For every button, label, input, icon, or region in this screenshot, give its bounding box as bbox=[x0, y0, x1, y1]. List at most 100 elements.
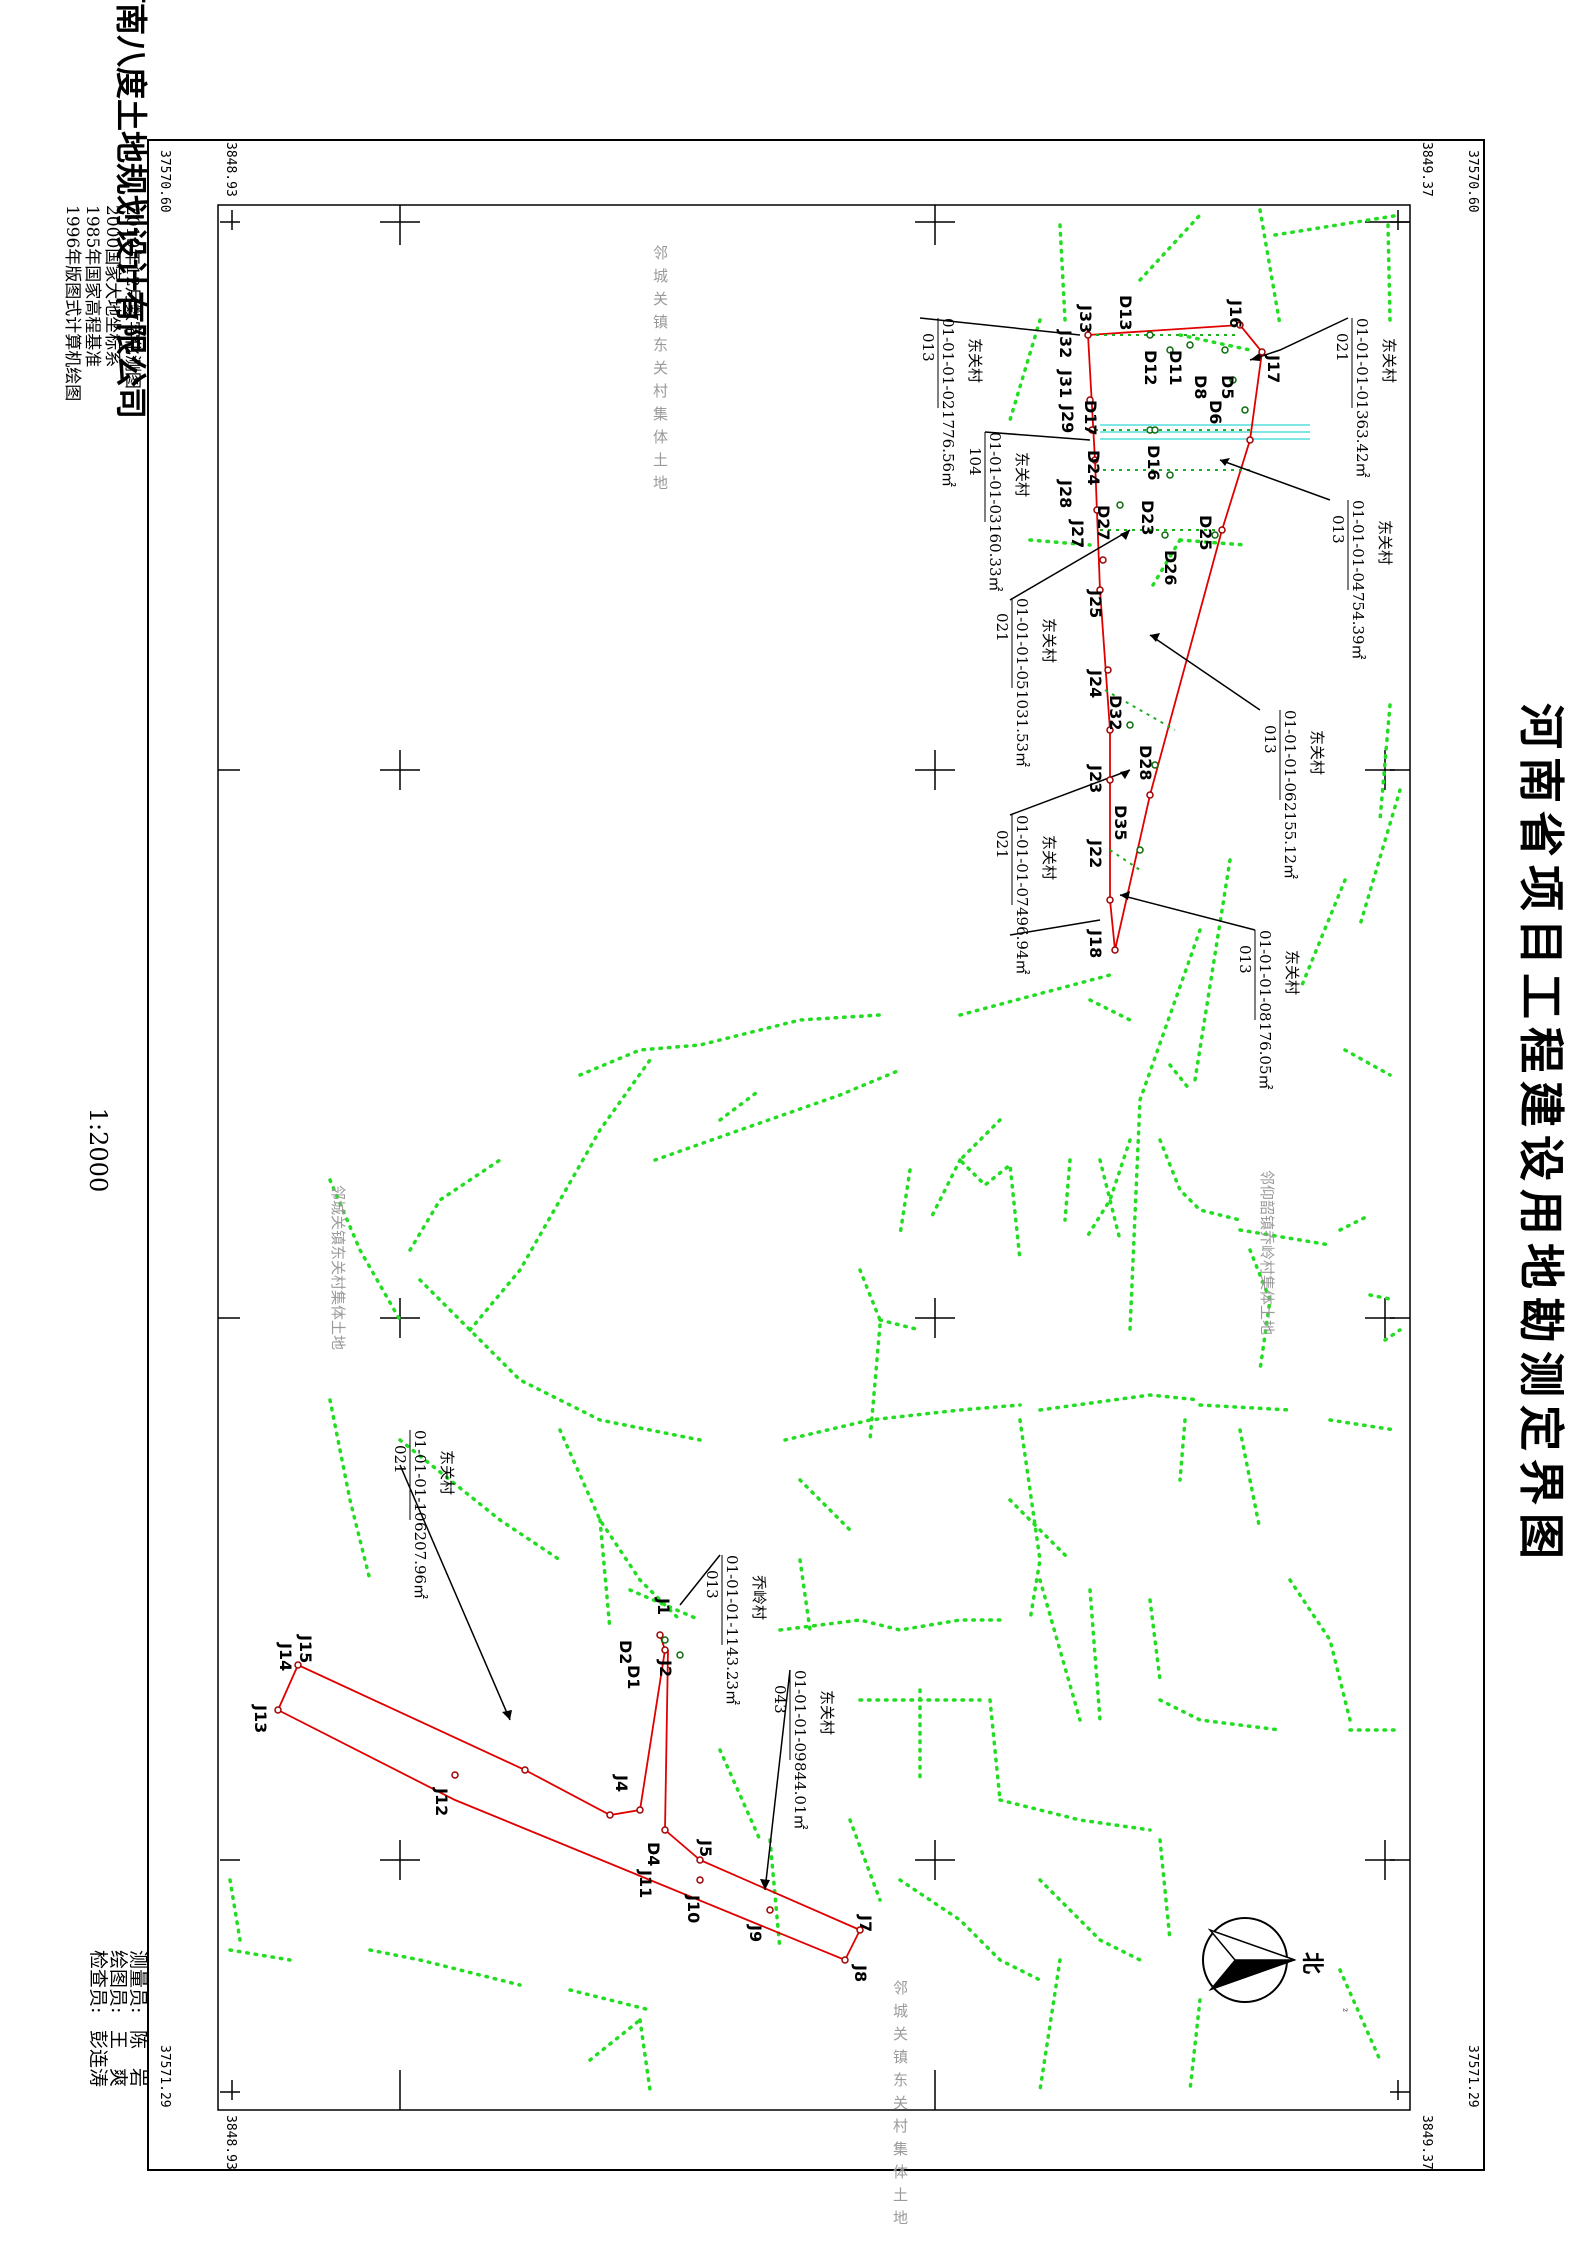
leader-lines bbox=[399, 317, 1349, 1891]
point-label: D27 bbox=[1094, 505, 1113, 541]
point-label: J22 bbox=[1086, 839, 1105, 868]
point-label: J17 bbox=[1264, 354, 1283, 383]
parcel-type: 021 bbox=[993, 830, 1011, 859]
point-label: D1 bbox=[624, 1665, 643, 1689]
base-map-lines bbox=[228, 208, 1402, 2092]
point-label: D32 bbox=[1106, 695, 1125, 731]
point-label: J29 bbox=[1058, 404, 1077, 433]
note: 2000国家大地坐标系 bbox=[102, 205, 122, 367]
parcel-type: 013 bbox=[703, 1570, 721, 1599]
coord-label: 37571.29 bbox=[157, 2045, 172, 2108]
interior-markers bbox=[661, 331, 1249, 1659]
parcel-village: 乔岭村 bbox=[750, 1575, 768, 1620]
arrowheads bbox=[502, 351, 1262, 1890]
point-label: J16 bbox=[1226, 299, 1245, 328]
parcel-type: 043 bbox=[771, 1685, 789, 1714]
staff-role: 测量员: bbox=[127, 1950, 149, 2013]
parcel-area: 6207.96㎡ bbox=[411, 1522, 429, 1599]
coord-label: 3849.37 bbox=[1419, 142, 1434, 197]
parcel-village: 东关村 bbox=[1376, 520, 1394, 565]
point-label: J7 bbox=[856, 1914, 875, 1932]
parcel-code: 01-01-01-05 bbox=[1013, 598, 1031, 690]
point-label: D23 bbox=[1138, 500, 1157, 536]
scale-label: 1:2000 bbox=[84, 1108, 112, 1192]
point-label: J25 bbox=[1086, 589, 1105, 618]
parcel-area: 844.01㎡ bbox=[791, 1762, 809, 1830]
point-label: J10 bbox=[684, 1894, 703, 1923]
parcel-area: 176.05㎡ bbox=[1256, 1022, 1274, 1090]
point-label: D26 bbox=[1161, 550, 1180, 586]
parcel-code: 01-01-01-06 bbox=[1281, 710, 1299, 802]
coord-label: 37570.60 bbox=[157, 150, 172, 213]
staff-name: 彭连涛 bbox=[87, 2030, 109, 2087]
parcel-code: 01-01-01-09 bbox=[791, 1670, 809, 1762]
parcel-type: 021 bbox=[993, 613, 1011, 642]
point-label: J33 bbox=[1076, 304, 1095, 333]
point-label: D5 bbox=[1218, 375, 1237, 399]
point-label: J31 bbox=[1056, 369, 1075, 398]
parcel-village: 东关村 bbox=[1283, 950, 1301, 995]
parcel-area: 363.42㎡ bbox=[1353, 410, 1371, 478]
point-label: D25 bbox=[1196, 515, 1215, 551]
coord-label: 3848.93 bbox=[223, 142, 238, 197]
note: 1985年国家高程基准 bbox=[82, 205, 102, 367]
parcel-type: 013 bbox=[1236, 945, 1254, 974]
point-label: J32 bbox=[1056, 329, 1075, 358]
point-label: J8 bbox=[851, 1964, 870, 1982]
north-arrow: 北 bbox=[1202, 1917, 1324, 2003]
note: 2019年12月数字化测图 bbox=[122, 205, 142, 389]
point-label: D35 bbox=[1111, 805, 1130, 841]
parcel-village: 东关村 bbox=[1308, 730, 1326, 775]
region-label-left-top: 邻城关镇东关村集体土地 bbox=[651, 245, 669, 498]
parcel-village: 东关村 bbox=[966, 338, 984, 383]
parcel-area: 1031.53㎡ bbox=[1013, 690, 1031, 767]
point-label: J2 bbox=[656, 1659, 675, 1677]
parcel-area: 1776.56㎡ bbox=[939, 410, 957, 487]
point-label: D24 bbox=[1084, 450, 1103, 486]
parcel-code: 01-01-01-01 bbox=[1353, 318, 1371, 410]
point-label: J27 bbox=[1068, 519, 1087, 548]
coord-label: 3849.37 bbox=[1419, 2115, 1434, 2170]
parcel-village: 东关村 bbox=[438, 1450, 456, 1495]
point-label: D12 bbox=[1141, 350, 1160, 386]
staff: 测量员: 陈 岩 绘图员: 王 爽 检查员: 彭连涛 bbox=[87, 1950, 149, 2087]
point-label: J14 bbox=[276, 1642, 295, 1671]
parcel-area: 2155.12㎡ bbox=[1281, 802, 1299, 879]
stray-mark: ² bbox=[1337, 2008, 1348, 2012]
outer-frame bbox=[147, 139, 1485, 2171]
point-label: D8 bbox=[1191, 375, 1210, 399]
region-label-left-mid: 邻城关镇东关村集体土地 bbox=[329, 1185, 347, 1350]
region-labels: 邻城关镇东关村集体土地 邻城关镇东关村集体土地 邻城关镇东关村集体土地 邻仰韶镇… bbox=[329, 245, 1276, 2233]
point-label: J12 bbox=[432, 1787, 451, 1816]
parcel-type: 013 bbox=[1329, 515, 1347, 544]
point-label: D4 bbox=[644, 1842, 663, 1866]
point-label: D28 bbox=[1136, 745, 1155, 781]
notes: 2019年12月数字化测图 2000国家大地坐标系 1985年国家高程基准 19… bbox=[62, 205, 142, 401]
parcel-area: 754.39㎡ bbox=[1349, 592, 1367, 660]
staff-name: 陈 岩 bbox=[127, 2030, 149, 2087]
parcel-area: 496.94㎡ bbox=[1013, 907, 1031, 975]
parcel-code: 01-01-01-07 bbox=[1013, 815, 1031, 907]
coord-label: 3848.93 bbox=[223, 2115, 238, 2170]
boundary-polygons bbox=[276, 324, 1263, 1962]
parcel-code: 01-01-01-10 bbox=[411, 1430, 429, 1522]
point-label: D11 bbox=[1166, 350, 1185, 386]
point-label: J18 bbox=[1086, 929, 1105, 958]
parcel-code: 01-01-01-03 bbox=[986, 432, 1004, 524]
parcel-village: 东关村 bbox=[1040, 835, 1058, 880]
grid-crosses bbox=[218, 205, 1410, 2110]
staff-role: 绘图员: bbox=[107, 1950, 129, 2013]
parcel-type: 013 bbox=[919, 333, 937, 362]
parcel-code: 01-01-01-02 bbox=[939, 318, 957, 410]
